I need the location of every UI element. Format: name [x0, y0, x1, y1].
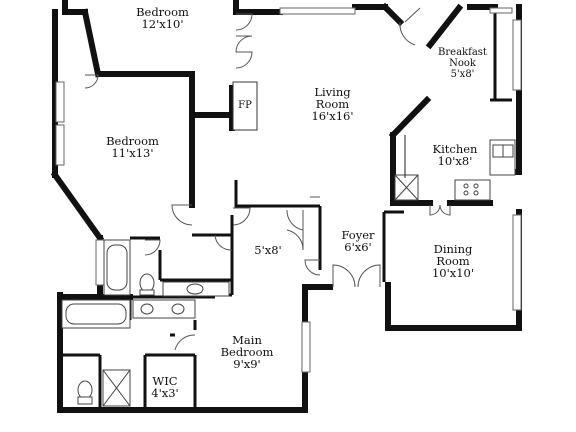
room-size: 5'x8' [450, 69, 475, 80]
room-name-2: Nook [449, 58, 476, 69]
room-name-2: Bedroom [220, 345, 274, 359]
fixtures [61, 81, 516, 407]
room-size: 12'x10' [141, 17, 184, 31]
room-label-dining-room: Dining Room 10'x10' [418, 243, 488, 279]
room-label-hall: 5'x8' [248, 244, 288, 256]
room-size: 5'x8' [254, 243, 282, 257]
room-name: Breakfast [438, 47, 487, 58]
room-label-foyer: Foyer 6'x6' [328, 229, 388, 253]
room-name: Bedroom [106, 134, 159, 148]
room-label-bedroom-left: Bedroom 11'x13' [90, 135, 175, 159]
room-label-wic: WIC 4'x3' [145, 375, 185, 399]
room-name: Bedroom [136, 5, 189, 19]
room-name-2: Room [436, 254, 470, 268]
room-size: 4'x3' [151, 386, 179, 400]
room-name: Kitchen [432, 142, 478, 156]
room-name-2: Room [315, 97, 350, 111]
windows [55, 7, 522, 373]
room-size: 6'x6' [344, 240, 372, 254]
room-label-bedroom-top: Bedroom 12'x10' [120, 6, 205, 30]
doors [84, 7, 451, 351]
room-size: 10'x10' [431, 266, 475, 280]
room-size: 10'x8' [437, 154, 473, 168]
room-name: Foyer [341, 228, 375, 242]
room-name: Living [314, 85, 351, 99]
room-name: WIC [152, 374, 178, 388]
room-label-fireplace: FP [233, 100, 257, 111]
room-label-kitchen: Kitchen 10'x8' [420, 143, 490, 167]
room-size: 9'x9' [233, 357, 261, 371]
room-name: FP [238, 100, 252, 111]
room-label-main-bedroom: Main Bedroom 9'x9' [212, 334, 282, 370]
room-size: 16'x16' [311, 109, 354, 123]
room-label-breakfast-nook: Breakfast Nook 5'x8' [430, 47, 495, 80]
room-name: Dining [433, 242, 473, 256]
room-label-living-room: Living Room 16'x16' [295, 86, 370, 122]
room-name: Main [232, 333, 262, 347]
interior-walls [60, 7, 512, 408]
room-size: 11'x13' [111, 146, 154, 160]
